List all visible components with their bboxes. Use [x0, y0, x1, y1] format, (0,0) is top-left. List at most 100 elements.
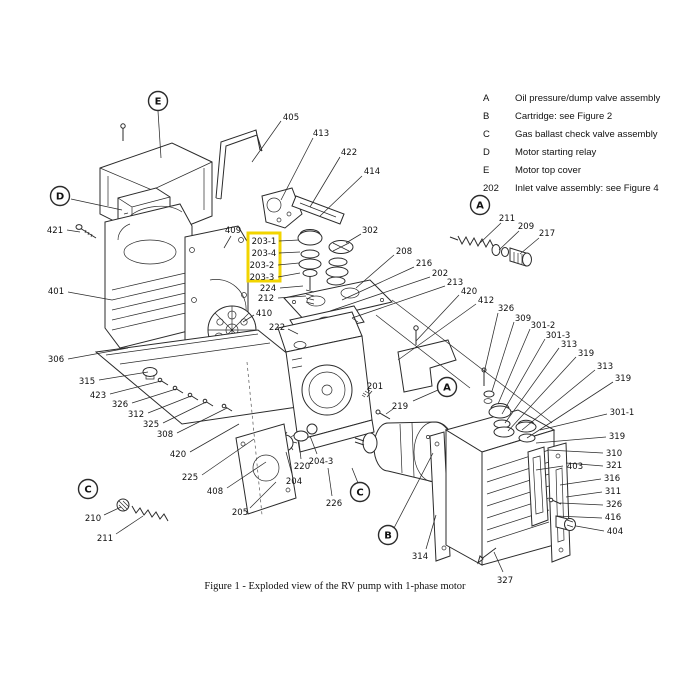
- leader-line: [412, 389, 439, 402]
- part-label: 213: [447, 278, 463, 288]
- part-label: 421: [47, 226, 63, 236]
- part-label: 325: [143, 420, 159, 430]
- drain-plug: [555, 515, 576, 531]
- part-label: 205: [232, 508, 248, 518]
- part-label: 420: [170, 450, 186, 460]
- leader-line: [309, 156, 341, 208]
- highlight-box: [246, 231, 282, 283]
- leader-line: [539, 413, 608, 431]
- part-label: 203-2: [250, 261, 275, 271]
- leader-line: [521, 369, 596, 431]
- part-label: 404: [607, 527, 623, 537]
- circled-letter-label: D: [56, 192, 64, 203]
- leader-line: [249, 481, 277, 509]
- leader-line: [277, 295, 307, 299]
- part-label: 204-3: [309, 457, 334, 467]
- leader-line: [115, 515, 144, 535]
- legend-desc: Inlet valve assembly: see Figure 4: [515, 182, 659, 194]
- part-label: 211: [97, 534, 113, 544]
- legend-desc: Oil pressure/dump valve assembly: [515, 92, 661, 104]
- part-label: 309: [515, 314, 531, 324]
- part-label: 220: [294, 462, 310, 472]
- part-label: 327: [497, 576, 513, 586]
- case-handle: [527, 446, 549, 527]
- circled-letter: [77, 478, 99, 500]
- leader-line: [559, 502, 604, 506]
- part-label: 302: [362, 226, 378, 236]
- leader-line: [327, 467, 333, 497]
- circled-letter: [469, 194, 491, 216]
- part-label: 416: [605, 513, 621, 523]
- leader-line: [278, 239, 300, 242]
- inlet-bracket: [261, 187, 315, 229]
- part-label: 308: [157, 430, 173, 440]
- bracket-screw-icon: [413, 325, 419, 331]
- circled-letter-label: C: [84, 485, 91, 496]
- part-label: 211: [499, 214, 515, 224]
- leader-line: [483, 312, 499, 374]
- leader-line: [201, 438, 255, 476]
- part-label: 225: [182, 473, 198, 483]
- part-label: 306: [48, 355, 64, 365]
- spring-212-icon: [305, 289, 315, 305]
- part-label: 414: [364, 167, 380, 177]
- valve-stack-left: [297, 229, 323, 305]
- base-screws-icon: [157, 377, 233, 412]
- circled-letter: [147, 90, 169, 112]
- leader-line: [176, 407, 228, 434]
- leader-line: [519, 237, 540, 255]
- part-label: 226: [326, 499, 342, 509]
- part-label: 202: [432, 269, 448, 279]
- case-fins: [486, 449, 550, 543]
- leader-line: [559, 478, 602, 486]
- circled-letter-label: C: [356, 488, 363, 499]
- legend-desc: Cartridge: see Figure 2: [515, 110, 613, 122]
- part-label: 313: [561, 340, 577, 350]
- legend-row: C Gas ballast check valve assembly: [483, 125, 693, 143]
- part-label: 217: [539, 229, 555, 239]
- rubber-foot-icon: [142, 367, 158, 377]
- leader-line: [278, 251, 301, 254]
- part-label: 311: [605, 487, 621, 497]
- valve-cover-bracket: [361, 325, 457, 420]
- leader-lines: [66, 120, 614, 573]
- leader-line: [279, 285, 304, 289]
- leader-line: [345, 233, 362, 244]
- leader-line: [277, 272, 301, 278]
- leader-line: [535, 465, 564, 471]
- part-label: 310: [606, 449, 622, 459]
- leader-line: [491, 321, 515, 392]
- leader-line: [223, 235, 232, 249]
- leader-line: [226, 461, 267, 489]
- inlet-top-plate: [283, 279, 393, 323]
- dump-valve-parts: [449, 235, 532, 267]
- spring-icon: [457, 235, 495, 249]
- guide-lines: [351, 299, 553, 424]
- legend: A Oil pressure/dump valve assembly B Car…: [483, 89, 693, 197]
- cover-screw-icon: [120, 123, 126, 129]
- leader-line: [393, 452, 434, 529]
- leader-line: [504, 347, 560, 424]
- motor-screw: [75, 224, 97, 239]
- handle-bracket: [215, 129, 263, 200]
- part-label: 301-3: [546, 331, 571, 341]
- leader-line: [162, 401, 207, 424]
- part-label: 201: [367, 382, 383, 392]
- part-label: 314: [412, 552, 428, 562]
- circled-letter-label: A: [443, 383, 451, 394]
- check-valve-parts: [116, 498, 169, 522]
- leader-line: [277, 262, 300, 266]
- part-label: 212: [258, 294, 274, 304]
- legend-desc: Motor top cover: [515, 164, 581, 176]
- leader-line: [565, 491, 603, 498]
- legend-row: A Oil pressure/dump valve assembly: [483, 89, 693, 107]
- circled-letter-label: B: [384, 531, 392, 542]
- part-label: 203-3: [250, 273, 275, 283]
- leader-line: [575, 525, 605, 532]
- leader-line: [526, 381, 614, 439]
- legend-desc: Motor starting relay: [515, 146, 597, 158]
